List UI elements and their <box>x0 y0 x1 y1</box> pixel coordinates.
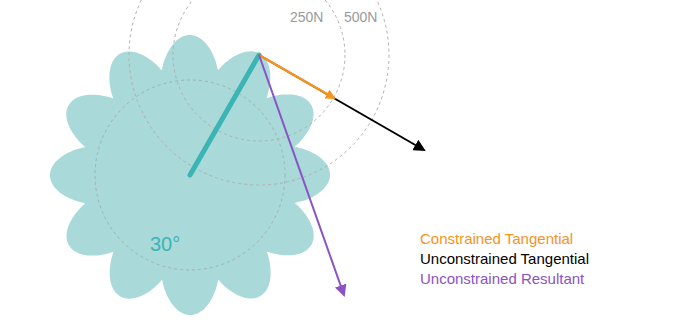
legend-entry: Constrained Tangential <box>420 229 589 249</box>
angle-label: 30° <box>150 234 180 254</box>
scale-circle-500 <box>129 0 389 185</box>
legend-entry: Unconstrained Resultant <box>420 269 589 289</box>
legend-entry: Unconstrained Tangential <box>420 249 589 269</box>
legend-text: Unconstrained Tangential <box>420 250 589 267</box>
scale-circle-250 <box>173 0 345 141</box>
unconstrained-tangential-arrow <box>259 55 424 150</box>
legend: Constrained TangentialUnconstrained Tang… <box>420 229 589 289</box>
gear-body <box>50 35 330 315</box>
unconstrained-resultant-arrow <box>259 55 344 295</box>
constrained-tangential-arrow <box>259 55 334 98</box>
legend-text: Unconstrained Resultant <box>420 270 584 287</box>
scale-label: 250N <box>290 10 323 24</box>
radius-line <box>190 55 259 175</box>
scale-label: 500N <box>344 10 377 24</box>
legend-text: Constrained Tangential <box>420 230 573 247</box>
